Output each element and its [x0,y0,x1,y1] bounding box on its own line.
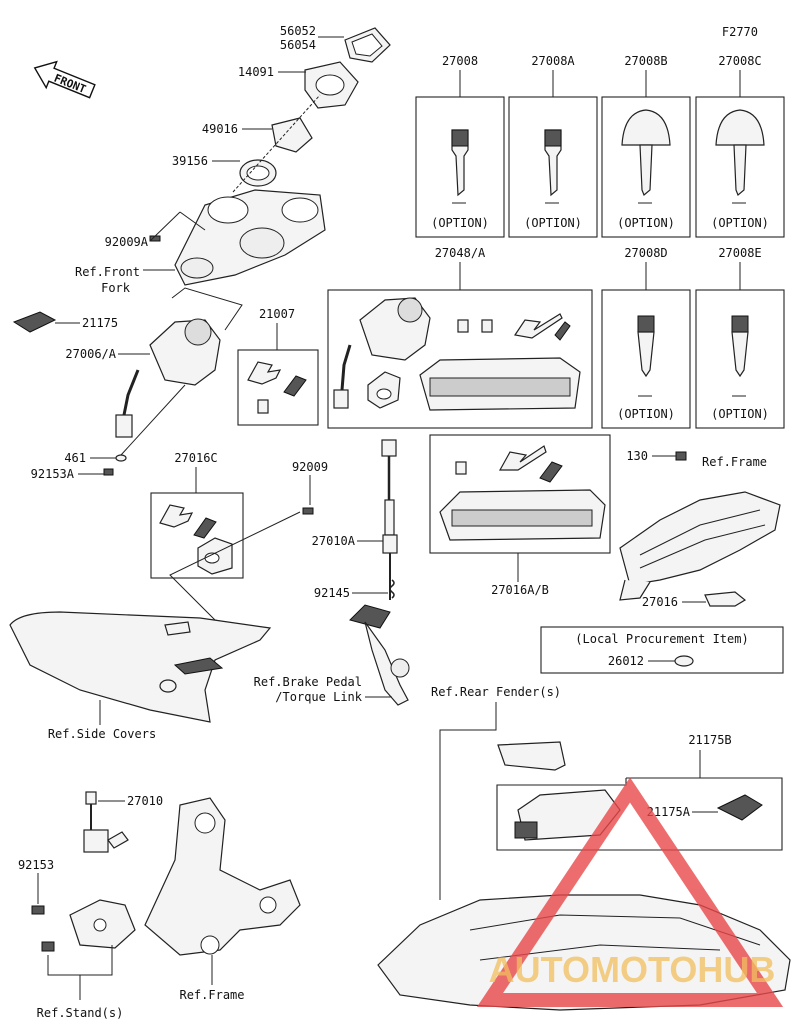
label-27016c: 27016C [174,451,217,465]
battery-26012-icon [674,655,694,667]
ref-frame-bottom: Ref.Frame [179,988,244,1002]
brake-pedal [349,604,410,706]
front-arrow-icon: FRONT [33,60,96,99]
label-27008e: 27008E [718,246,761,260]
key-box-27008c: 27008C (OPTION) [695,54,785,238]
label-27048a: 27048/A [435,246,486,260]
option-label-27008: (OPTION) [431,216,489,230]
label-27008b: 27008B [624,54,667,68]
option-label-27008c: (OPTION) [711,216,769,230]
label-39156: 39156 [172,154,208,168]
label-27006a: 27006/A [65,347,116,361]
option-label-27008d: (OPTION) [617,407,675,421]
part-39156-ring [239,159,277,187]
side-cover [9,611,272,723]
frame-bottom [144,797,301,956]
part-14091-cover [304,61,359,109]
diagram-code: F2770 [722,25,758,39]
ref-frame-top: Ref.Frame [702,455,767,469]
part-27006a-ignition-switch [115,318,221,438]
label-56052: 56052 [280,24,316,38]
bolt-130-icon [675,451,687,461]
key-box-27008d: 27008D (OPTION) [601,246,691,429]
option-label-27008b: (OPTION) [617,216,675,230]
watermark-text: AUTOMOTOHUB [489,949,776,990]
kit-box-21007 [237,349,319,426]
key-box-27008b: 27008B (OPTION) [601,54,691,238]
kit-box-27016c [150,492,244,579]
label-21175b: 21175B [688,733,731,747]
bolt-92153-icon [31,905,45,915]
key-box-27008a: 27008A (OPTION) [508,54,598,238]
ref-stand: Ref.Stand(s) [37,1006,124,1020]
part-21175a-tag [716,794,763,821]
label-27016ab: 27016A/B [491,583,549,597]
kit-box-27048a [327,289,593,429]
label-92009: 92009 [292,460,328,474]
label-27010a: 27010A [312,534,356,548]
label-92009a: 92009A [105,235,149,249]
key-box-27008e: 27008E (OPTION) [695,246,785,429]
part-56052-seal [344,27,391,63]
option-label-27008a: (OPTION) [524,216,582,230]
label-27008c: 27008C [718,54,761,68]
label-27008: 27008 [442,54,478,68]
part-92153a-bolt-icon [103,468,114,476]
local-procurement-box: (Local Procurement Item) 26012 [540,626,784,674]
label-92145: 92145 [314,586,350,600]
part-92145-spring [389,579,395,599]
rear-frame [619,491,781,607]
label-130: 130 [626,449,648,463]
label-21007: 21007 [259,307,295,321]
part-21175-key-tag [12,311,57,333]
label-21175: 21175 [82,316,118,330]
label-14091: 14091 [238,65,274,79]
ref-side-covers: Ref.Side Covers [48,727,156,741]
label-461: 461 [64,451,86,465]
stand-bracket [41,899,136,952]
part-49016-gasket [271,117,313,153]
label-27008d: 27008D [624,246,667,260]
ref-brake-pedal-2: /Torque Link [275,690,362,704]
ecu-module [497,741,621,841]
label-21175a: 21175A [647,805,691,819]
label-56054: 56054 [280,38,316,52]
kit-box-27016ab [429,434,611,554]
option-label-27008e: (OPTION) [711,407,769,421]
local-procurement-label: (Local Procurement Item) [575,632,748,646]
part-27010-switch [83,791,129,853]
key-box-27008: 27008 (OPTION) [415,54,505,238]
part-27010a-switch [381,439,398,600]
part-461-washer-icon [115,454,127,462]
ref-rear-fender: Ref.Rear Fender(s) [431,685,561,699]
label-92153a: 92153A [31,467,75,481]
bolt-92009-icon [302,507,314,515]
ref-brake-pedal-1: Ref.Brake Pedal [254,675,362,689]
label-27010: 27010 [127,794,163,808]
label-49016: 49016 [202,122,238,136]
label-27016: 27016 [642,595,678,609]
watermark-logo: AUTOMOTOHUB [476,777,784,1007]
ref-front-fork-1: Ref.Front [75,265,140,279]
ref-front-fork-2: Fork [101,281,131,295]
label-27008a: 27008A [531,54,575,68]
label-92153: 92153 [18,858,54,872]
upper-bracket [174,189,326,286]
label-26012: 26012 [608,654,644,668]
